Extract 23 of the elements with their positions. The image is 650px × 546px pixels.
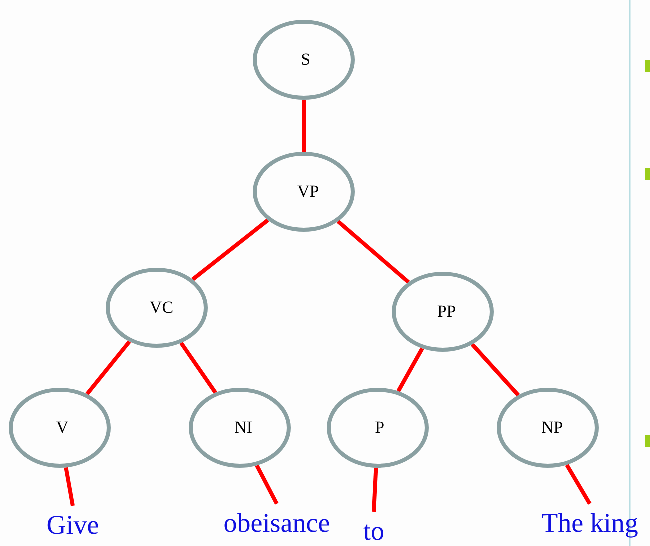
- category-label: S: [301, 50, 311, 70]
- tree-branch: [372, 468, 378, 512]
- word-label: The king: [542, 510, 638, 537]
- tree-branch: [336, 220, 410, 284]
- category-label: V: [56, 418, 69, 438]
- tree-branch: [64, 467, 75, 506]
- category-label: NI: [234, 418, 253, 438]
- tree-branch: [180, 342, 218, 394]
- category-label: VC: [150, 298, 174, 318]
- word-label: to: [364, 518, 384, 545]
- category-label: P: [375, 418, 385, 438]
- category-label: VP: [297, 182, 320, 202]
- word-label: obeisance: [224, 510, 330, 537]
- category-label: PP: [437, 302, 456, 322]
- tree-branch: [86, 340, 132, 396]
- tree-branch: [302, 100, 306, 152]
- category-label: NP: [541, 418, 564, 438]
- tree-branch: [471, 343, 520, 397]
- tree-branch: [192, 218, 270, 282]
- tree-branch: [396, 348, 424, 392]
- tree-branch: [255, 464, 279, 505]
- tree-branch: [565, 464, 592, 506]
- word-label: Give: [46, 512, 100, 539]
